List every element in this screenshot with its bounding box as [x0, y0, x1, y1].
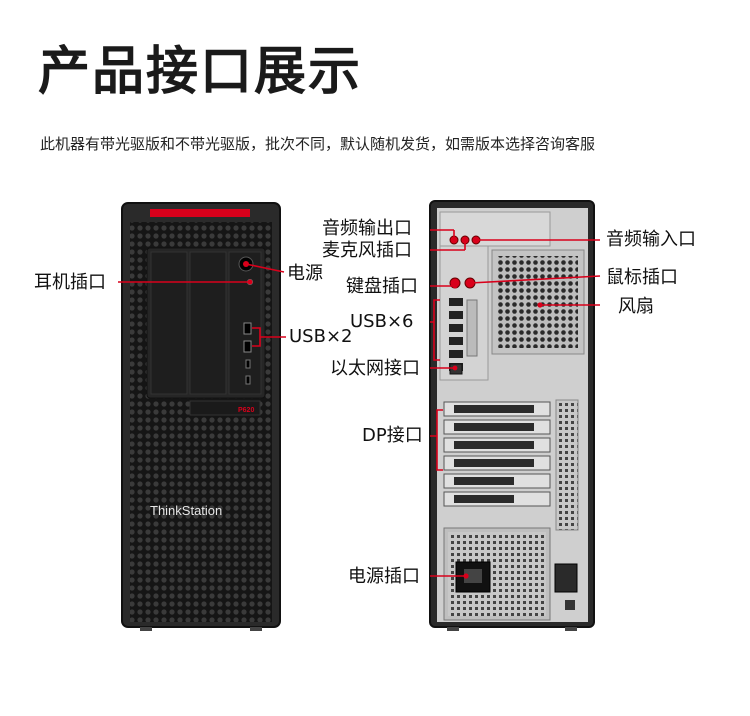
page-title: 产品接口展示 [38, 42, 363, 102]
rear-label-ethernet: 以太网接口 [330, 358, 420, 379]
rear-label-keyboard: 键盘插口 [346, 276, 418, 297]
rear-label-usb: USB×6 [350, 311, 414, 332]
front-label-usb: USB×2 [289, 326, 353, 347]
mouse-callout-line [469, 275, 601, 284]
rear-usb-icon [449, 337, 463, 345]
rear-label-audio-in: 音频输入口 [606, 229, 696, 250]
usb-callout-line [252, 327, 286, 347]
rear-case [429, 200, 595, 631]
rear-usb-callout-line [430, 299, 440, 361]
power-callout-line [245, 263, 285, 273]
front-red-accent [150, 209, 250, 217]
rear-usb-icon [449, 324, 463, 332]
front-usb-icon [243, 340, 252, 353]
rear-usb-icon [449, 311, 463, 319]
rear-label-fan: 风扇 [618, 296, 654, 317]
rear-usb-icon [449, 298, 463, 306]
rear-label-audio-out: 音频输出口 [322, 218, 412, 239]
dp-callout-line [430, 409, 443, 471]
front-case [121, 202, 281, 631]
fan-grill [498, 256, 578, 348]
front-label-power: 电源 [287, 263, 323, 284]
front-brand-text: ThinkStation [150, 503, 222, 518]
page-subtitle: 此机器有带光驱版和不带光驱版，批次不同，默认随机发货，如需版本选择咨询客服 [40, 135, 596, 153]
rear-usb-icon [449, 350, 463, 358]
front-label-headphone: 耳机插口 [34, 272, 106, 293]
rear-label-dp: DP接口 [362, 425, 423, 446]
rear-label-mic: 麦克风插口 [322, 240, 412, 261]
front-model-text: P620 [238, 407, 254, 414]
rear-label-power-socket: 电源插口 [348, 566, 420, 587]
front-usb-icon [243, 322, 252, 335]
rear-label-mouse: 鼠标插口 [606, 267, 678, 288]
